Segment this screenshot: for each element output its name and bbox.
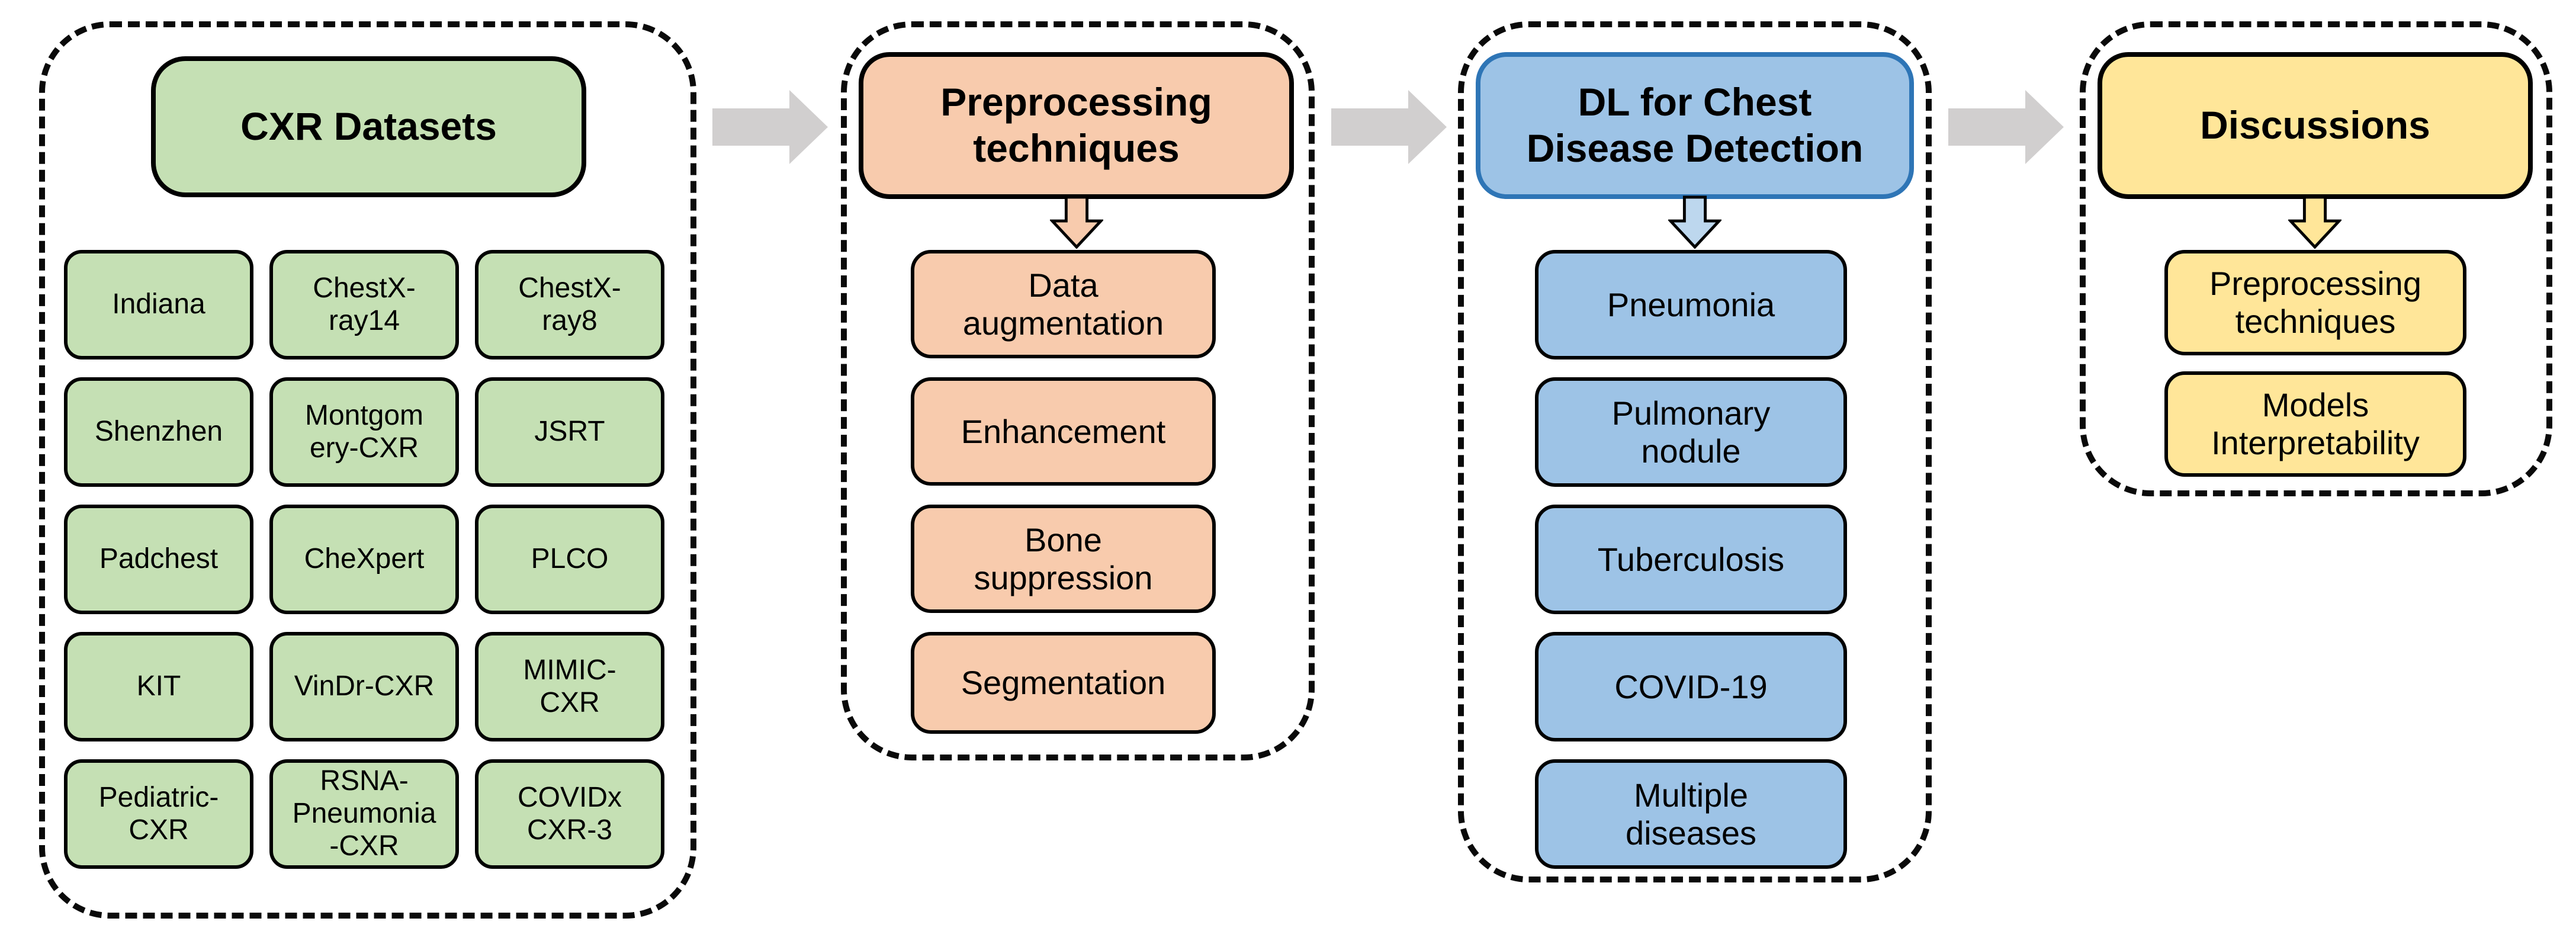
disease-item-covid-19: COVID-19 [1535,632,1847,741]
preprocess-item-enhancement: Enhancement [911,377,1216,486]
dataset-box-padchest: Padchest [64,505,253,614]
flow-arrow-right-icon-1 [712,90,828,164]
dataset-box-jsrt: JSRT [475,377,664,487]
cxr-datasets-header: CXR Datasets [151,56,586,197]
dataset-box-vindr-cxr: VinDr-CXR [269,632,459,741]
dataset-box-montgomery-cxr: Montgom ery-CXR [269,377,459,487]
preprocessing-list: Data augmentation Enhancement Bone suppr… [911,250,1216,734]
preprocessing-header: Preprocessing techniques [859,52,1294,199]
disease-list: Pneumonia Pulmonary nodule Tuberculosis … [1535,250,1847,869]
dataset-box-plco: PLCO [475,505,664,614]
flow-arrow-right-icon-2 [1331,90,1447,164]
discussion-item-models-interpretability: Models Interpretability [2164,371,2466,477]
dataset-box-indiana: Indiana [64,250,253,359]
disease-item-pneumonia: Pneumonia [1535,250,1847,359]
dataset-box-chestx-ray8: ChestX- ray8 [475,250,664,359]
dataset-box-chestx-ray14: ChestX- ray14 [269,250,459,359]
preprocess-item-bone-suppression: Bone suppression [911,505,1216,613]
down-arrow-icon-dl-detection [1668,195,1721,249]
disease-item-pulmonary-nodule: Pulmonary nodule [1535,377,1847,487]
discussion-item-preprocessing: Preprocessing techniques [2164,250,2466,355]
dataset-box-rsna-pneumonia: RSNA- Pneumonia -CXR [269,759,459,869]
flow-arrow-right-icon-3 [1948,90,2064,164]
disease-item-tuberculosis: Tuberculosis [1535,505,1847,614]
preprocess-item-segmentation: Segmentation [911,632,1216,734]
preprocessing-panel [841,21,1315,760]
cxr-datasets-grid: Indiana ChestX- ray14 ChestX- ray8 Shenz… [64,250,664,869]
dataset-box-shenzhen: Shenzhen [64,377,253,487]
dl-detection-header: DL for Chest Disease Detection [1476,52,1914,199]
dataset-box-covidx-cxr3: COVIDx CXR-3 [475,759,664,869]
discussions-header: Discussions [2098,52,2533,199]
dataset-box-mimic-cxr: MIMIC- CXR [475,632,664,741]
down-arrow-icon-discussions [2288,195,2341,249]
preprocess-item-data-augmentation: Data augmentation [911,250,1216,358]
dataset-box-pediatric-cxr: Pediatric- CXR [64,759,253,869]
down-arrow-icon-preprocessing [1050,195,1103,249]
dataset-box-kit: KIT [64,632,253,741]
disease-item-multiple-diseases: Multiple diseases [1535,759,1847,869]
discussions-list: Preprocessing techniques Models Interpre… [2164,250,2466,477]
cxr-datasets-panel [39,21,696,919]
dl-detection-panel [1458,21,1932,882]
discussions-panel [2080,21,2552,496]
dataset-box-chexpert: CheXpert [269,505,459,614]
